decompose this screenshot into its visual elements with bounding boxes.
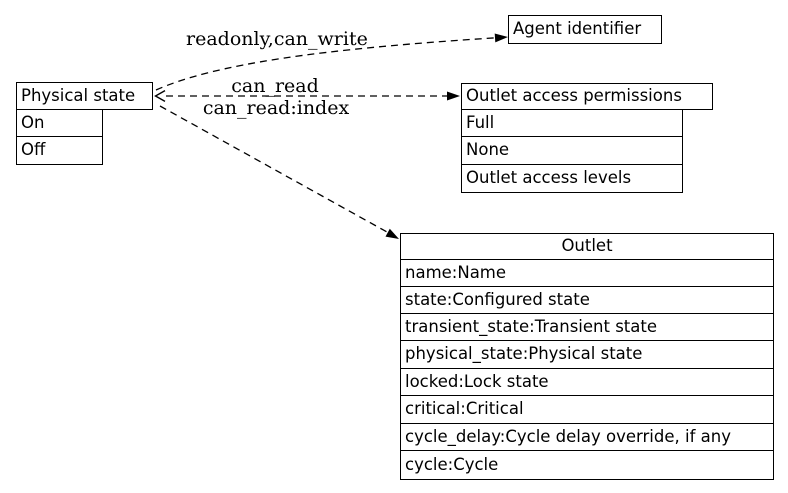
node-outlet-access-permissions-row-full: Full (461, 109, 683, 137)
edge-label-readonly-can-write: readonly,can_write (186, 28, 368, 50)
node-outlet-row-physical-state: physical_state:Physical state (400, 340, 774, 369)
node-outlet-access-permissions-row-levels: Outlet access levels (461, 164, 683, 193)
edge-can-read-index-path (159, 105, 388, 233)
node-outlet-row-cycle: cycle:Cycle (400, 450, 774, 480)
arrowhead-outlet-access-permissions-icon (447, 91, 460, 101)
node-outlet-header: Outlet (400, 233, 774, 260)
node-physical-state-header: Physical state (16, 82, 153, 110)
node-physical-state-row-off: Off (16, 136, 103, 165)
node-outlet-row-transient-state: transient_state:Transient state (400, 313, 774, 341)
node-outlet-access-permissions-row-none: None (461, 136, 683, 165)
arrowhead-outlet-icon (385, 228, 399, 239)
node-outlet-row-critical: critical:Critical (400, 395, 774, 424)
edge-label-can-read-index: can_read:index (202, 97, 350, 119)
node-outlet-row-name: name:Name (400, 259, 774, 287)
node-agent-identifier: Agent identifier (508, 15, 662, 44)
node-outlet-access-permissions-header: Outlet access permissions (461, 83, 713, 110)
node-outlet-row-state: state:Configured state (400, 286, 774, 314)
arrowhead-agent-identifier-icon (494, 33, 508, 43)
edge-label-can-read: can_read (231, 75, 319, 97)
edge-readonly-can-write-path (155, 37, 497, 91)
node-physical-state-row-on: On (16, 109, 103, 137)
node-outlet-row-locked: locked:Lock state (400, 368, 774, 396)
node-outlet-row-cycle-delay: cycle_delay:Cycle delay override, if any (400, 423, 774, 451)
arrowtail-physical-state-icon (154, 89, 166, 103)
